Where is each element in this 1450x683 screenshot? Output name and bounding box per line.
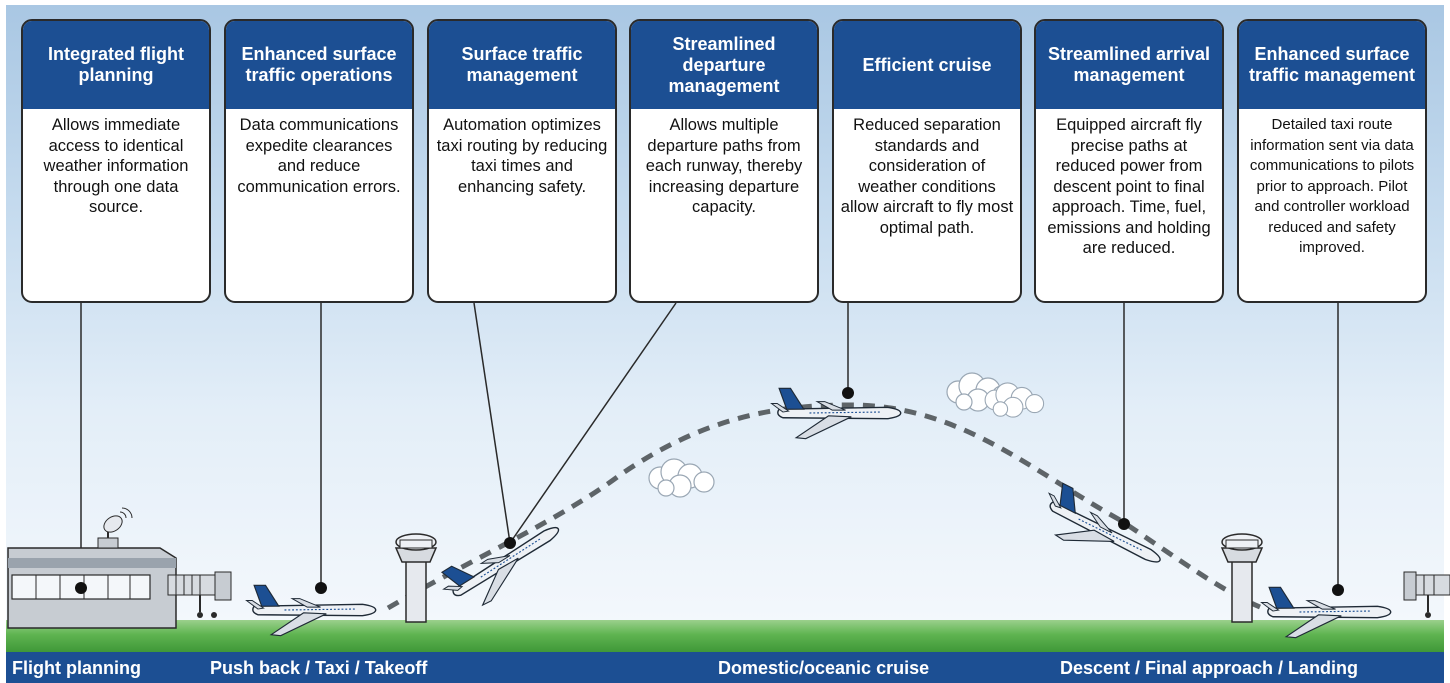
cloud-icon bbox=[648, 458, 715, 498]
card-title: Surface traffic management bbox=[429, 21, 615, 109]
card-title: Efficient cruise bbox=[834, 21, 1020, 109]
card-enhanced-surface-traffic-operations: Enhanced surface traffic operations Data… bbox=[224, 19, 414, 303]
card-streamlined-departure-management: Streamlined departure management Allows … bbox=[629, 19, 819, 303]
ground-strip bbox=[6, 620, 1444, 652]
card-body: Detailed taxi route information sent via… bbox=[1249, 116, 1415, 256]
card-body: Data communications expedite clearances … bbox=[237, 116, 401, 196]
phase-label-cruise: Domestic/oceanic cruise bbox=[718, 658, 930, 678]
phase-label-pushback-taxi-takeoff: Push back / Taxi / Takeoff bbox=[210, 658, 428, 678]
card-title: Enhanced surface traffic operations bbox=[226, 21, 412, 109]
card-integrated-flight-planning: Integrated flight planning Allows immedi… bbox=[21, 19, 211, 303]
card-body: Equipped aircraft fly precise paths at r… bbox=[1047, 116, 1211, 257]
airplane-icon bbox=[434, 507, 573, 620]
radar-dish-icon bbox=[97, 507, 133, 549]
card-streamlined-arrival-management: Streamlined arrival management Equipped … bbox=[1034, 19, 1224, 303]
card-surface-traffic-management: Surface traffic management Automation op… bbox=[427, 19, 617, 303]
card-body: Allows multiple departure paths from eac… bbox=[645, 116, 803, 216]
flight-path bbox=[386, 402, 1261, 611]
control-tower-icon bbox=[394, 533, 438, 623]
card-title: Integrated flight planning bbox=[23, 21, 209, 109]
phase-label-descent-landing: Descent / Final approach / Landing bbox=[1060, 658, 1359, 678]
card-enhanced-surface-traffic-management: Enhanced surface traffic management Deta… bbox=[1237, 19, 1427, 303]
card-body: Automation optimizes taxi routing by red… bbox=[436, 116, 608, 196]
card-title: Streamlined departure management bbox=[631, 21, 817, 109]
card-body: Allows immediate access to identical wea… bbox=[43, 116, 189, 216]
jet-bridge-icon bbox=[1403, 571, 1450, 618]
connector-4 bbox=[509, 302, 677, 544]
control-tower-icon bbox=[1220, 533, 1264, 623]
card-body: Reduced separation standards and conside… bbox=[840, 116, 1014, 237]
phase-label-flight-planning: Flight planning bbox=[12, 658, 141, 678]
airplane-icon bbox=[1260, 584, 1392, 639]
airplane-icon bbox=[770, 387, 902, 440]
card-title: Streamlined arrival management bbox=[1036, 21, 1222, 109]
jet-bridge-icon bbox=[167, 571, 232, 618]
phase-bar: Flight planning Push back / Taxi / Takeo… bbox=[6, 652, 1444, 683]
connector-lines bbox=[80, 302, 1339, 590]
card-efficient-cruise: Efficient cruise Reduced separation stan… bbox=[832, 19, 1022, 303]
connector-3 bbox=[473, 302, 511, 544]
card-title: Enhanced surface traffic management bbox=[1239, 21, 1425, 109]
airplane-icon bbox=[245, 582, 377, 637]
terminal-building-icon bbox=[7, 547, 177, 629]
airplane-icon bbox=[1032, 479, 1172, 585]
